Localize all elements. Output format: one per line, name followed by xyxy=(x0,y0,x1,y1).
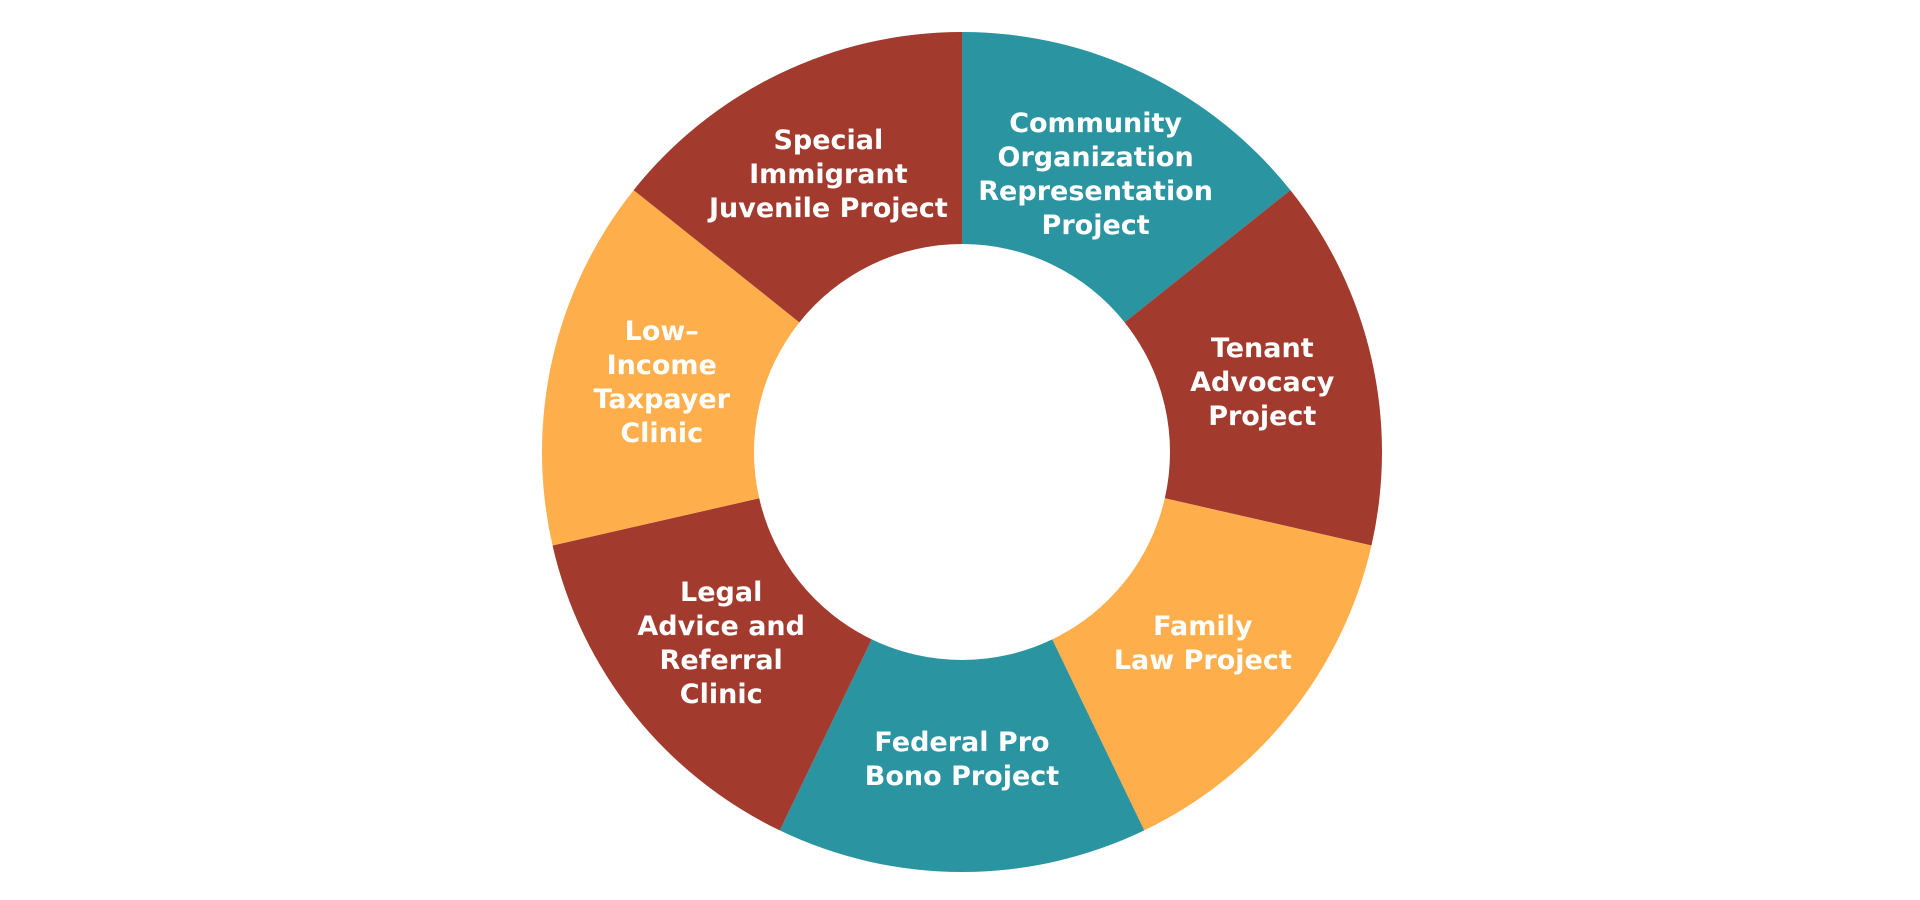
ring-segment-tenant-advocacy-project xyxy=(1124,190,1382,546)
segment-label-line: Federal Pro xyxy=(874,727,1050,758)
segment-label-line: Representation xyxy=(978,175,1213,207)
segment-label-line: Tenant xyxy=(1210,333,1314,365)
ring-segment-community-organization-representation-project xyxy=(962,32,1291,323)
segment-label-line: Clinic xyxy=(620,418,704,450)
ring-segment-special-immigrant-juvenile-project xyxy=(633,32,962,323)
segment-label-line: Legal xyxy=(680,577,763,609)
ring-segment-family-law-project xyxy=(1052,498,1372,831)
ring-segment-legal-advice-and-referral-clinic xyxy=(552,498,872,831)
segment-label-line: Project xyxy=(1208,401,1317,433)
segment-label-line: Clinic xyxy=(679,679,763,711)
segment-label-line: Bono Project xyxy=(864,761,1060,792)
segment-label-line: Organization xyxy=(997,141,1194,173)
segment-label-line: Project xyxy=(1041,209,1150,241)
segment-label-line: Juvenile Project xyxy=(708,192,948,224)
segment-label-line: Referral xyxy=(659,645,783,677)
segment-label-line: Family xyxy=(1153,611,1253,643)
ring-segment-low-income-taxpayer-clinic xyxy=(541,190,800,546)
segment-label-line: Income xyxy=(606,350,717,382)
segment-label-line: Immigrant xyxy=(749,158,908,190)
segment-label-line: Special xyxy=(773,124,884,156)
segment-label-line: Taxpayer xyxy=(593,384,730,416)
ring-segment-federal-pro-bono-project xyxy=(779,639,1145,872)
segment-label-line: Community xyxy=(1009,107,1183,139)
segment-label-line: Law Project xyxy=(1113,645,1292,677)
segment-label-line: Advocacy xyxy=(1190,367,1335,399)
segment-label-line: Low– xyxy=(624,316,699,348)
segment-label-line: Advice and xyxy=(637,611,805,643)
